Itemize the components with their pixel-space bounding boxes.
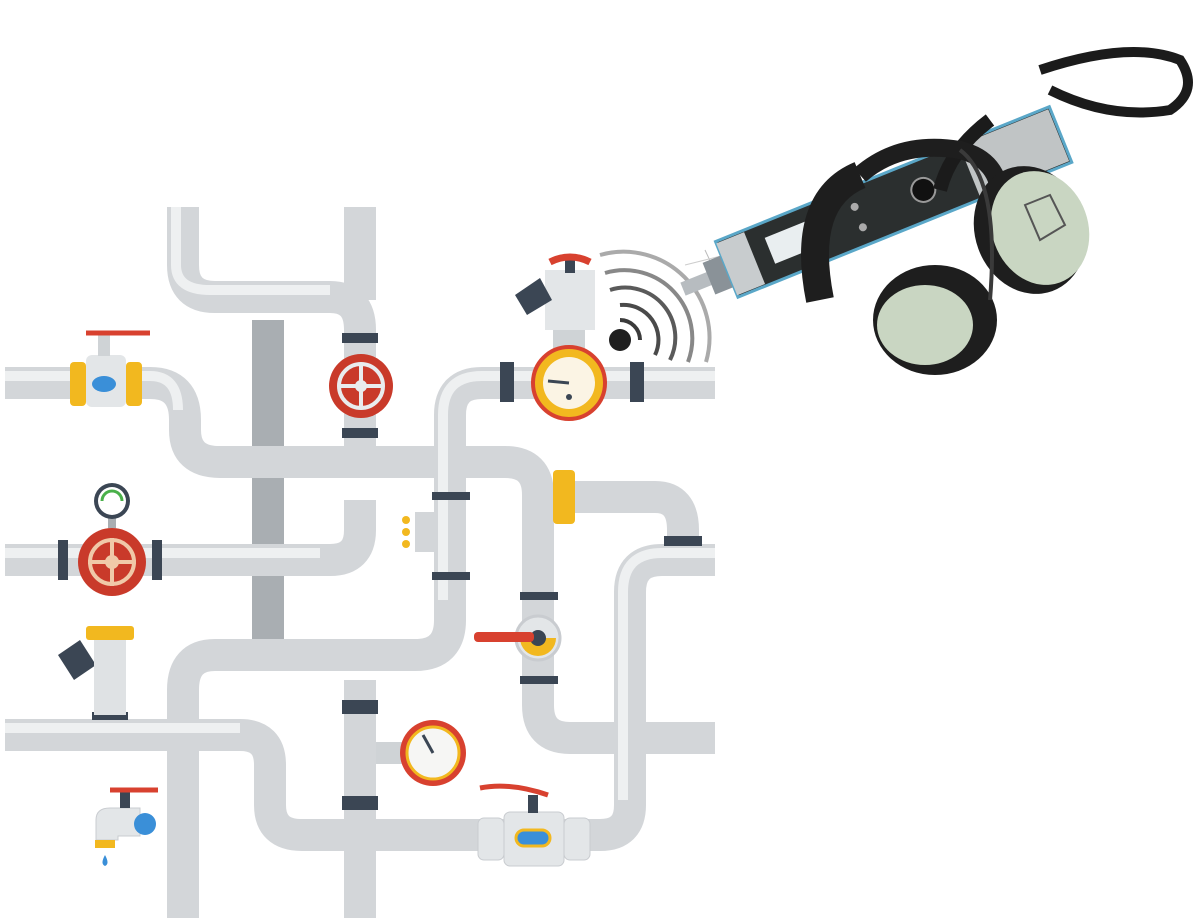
gold-fitting	[553, 470, 575, 524]
pipe-elbow	[570, 481, 699, 546]
pipe-network	[5, 207, 715, 918]
pressure-gauge-bottom	[376, 720, 466, 786]
gauge-needle	[421, 734, 435, 754]
pressure-gauge-top	[531, 320, 607, 421]
pipe-highlight	[438, 371, 715, 600]
cable	[1038, 47, 1193, 118]
valve-lever[interactable]	[474, 632, 534, 642]
pipe-highlight	[171, 207, 330, 295]
valve-wheel-top[interactable]	[329, 354, 393, 418]
switch	[858, 223, 867, 232]
pipe-bottom	[5, 544, 715, 851]
tap-valve-top[interactable]	[515, 253, 595, 330]
valve-lever[interactable]	[479, 783, 549, 798]
ball-valve-bottom[interactable]	[477, 783, 591, 867]
pipe-highlight	[5, 371, 183, 411]
lever-valve-right[interactable]	[474, 614, 562, 662]
y-strainer	[58, 626, 134, 715]
probe-tip	[680, 271, 714, 296]
sound-waves-icon	[599, 249, 712, 363]
water-tap-icon[interactable]	[95, 787, 158, 866]
headphones-icon	[801, 138, 1090, 375]
ear-cup	[877, 285, 973, 365]
pipe-bands	[58, 333, 702, 810]
switch	[850, 202, 859, 211]
pipe-middle-left	[5, 500, 376, 576]
valve-wheel-left[interactable]	[78, 483, 146, 596]
gauge-needle	[547, 379, 570, 385]
ball-valve-top-left[interactable]	[70, 330, 150, 407]
pipe-highlight	[618, 548, 715, 800]
pipe-snake	[167, 367, 715, 918]
water-drop-icon	[102, 855, 108, 866]
ear-cup	[990, 171, 1090, 285]
tee-fitting	[402, 512, 435, 552]
